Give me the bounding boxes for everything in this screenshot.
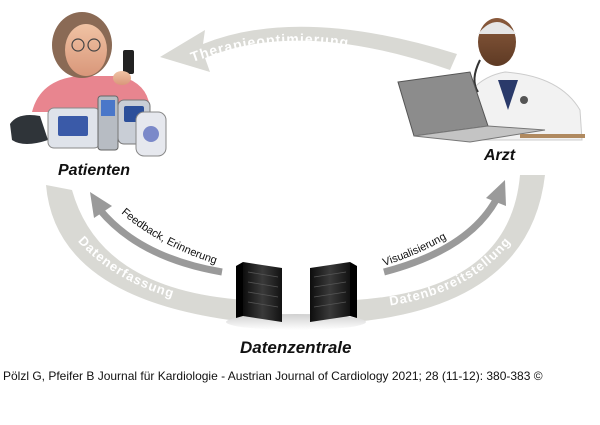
blood-pressure-cuff-icon <box>10 115 48 144</box>
stethoscope-icon <box>473 59 481 93</box>
server-rack-left-icon <box>243 262 282 322</box>
patient-hand <box>113 71 131 85</box>
citation: Pölzl G, Pfeifer B Journal für Kardiolog… <box>3 369 543 383</box>
right-inner-arrow-head <box>486 180 506 206</box>
doctor-hair <box>478 22 516 34</box>
server-label: Datenzentrale <box>240 338 352 357</box>
server-rack-right-icon <box>310 262 350 322</box>
doctor-tie <box>498 80 518 110</box>
right-inner-arrow-shaft <box>383 198 500 276</box>
left-inner-arrow-shaft <box>97 207 223 276</box>
doctor-label: Arzt <box>484 147 516 164</box>
laptop-icon <box>413 125 546 143</box>
glasses-icon <box>71 38 85 52</box>
doctor-illustration <box>397 18 585 143</box>
right-outer-arrow-shape <box>355 175 545 322</box>
top-arrow-shape <box>160 26 457 72</box>
arrow-datenerfassung: Datenerfassung <box>46 185 245 322</box>
left-inner-arrow-head <box>90 192 112 218</box>
patient-label: Patienten <box>58 162 131 179</box>
left-outer-arrow-shape <box>46 185 245 322</box>
server-illustration <box>226 262 366 330</box>
arrow-therapieoptimierung: Therapieoptimierung <box>160 26 457 72</box>
top-arrow-label: Therapieoptimierung <box>188 31 350 65</box>
mobile-phone-icon <box>123 50 134 74</box>
patient-face <box>65 24 107 76</box>
patient-illustration <box>10 12 167 157</box>
